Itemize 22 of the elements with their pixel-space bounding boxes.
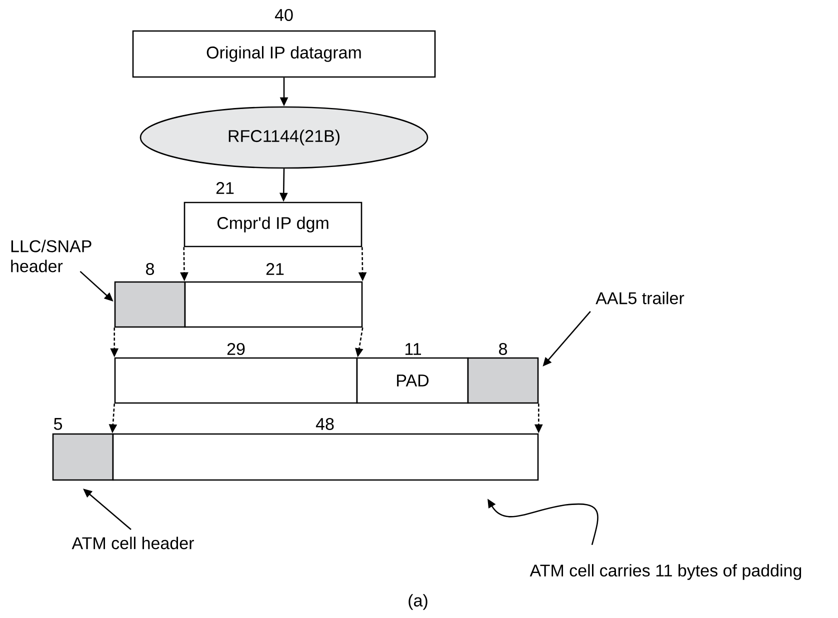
size-label: 5 [54,418,62,430]
size-label: 40 [274,8,293,22]
size-label: 11 [405,343,421,355]
size-label: 48 [316,418,334,430]
size-label: 21 [266,263,284,275]
size-label: 29 [227,342,245,356]
payload-field [184,281,363,328]
padding-field: PAD [356,357,469,404]
caption: (a) [408,594,428,610]
callout-text: AAL5 trailer [596,292,684,304]
size-label: 21 [216,182,234,194]
payload-field [112,433,539,481]
size-label: 8 [146,262,154,276]
trailer-field [467,357,539,404]
process-box: Cmpr'd IP dgm [184,202,362,248]
header-field [114,281,186,328]
header-field [52,433,114,481]
callout-text: ATM cell header [72,536,194,550]
callout-text: ATM cell carries 11 bytes of padding [530,564,802,580]
process-box: Original IP datagram [132,30,436,78]
callout-text: LLC/SNAP header [11,240,92,272]
size-label: 8 [499,342,507,356]
